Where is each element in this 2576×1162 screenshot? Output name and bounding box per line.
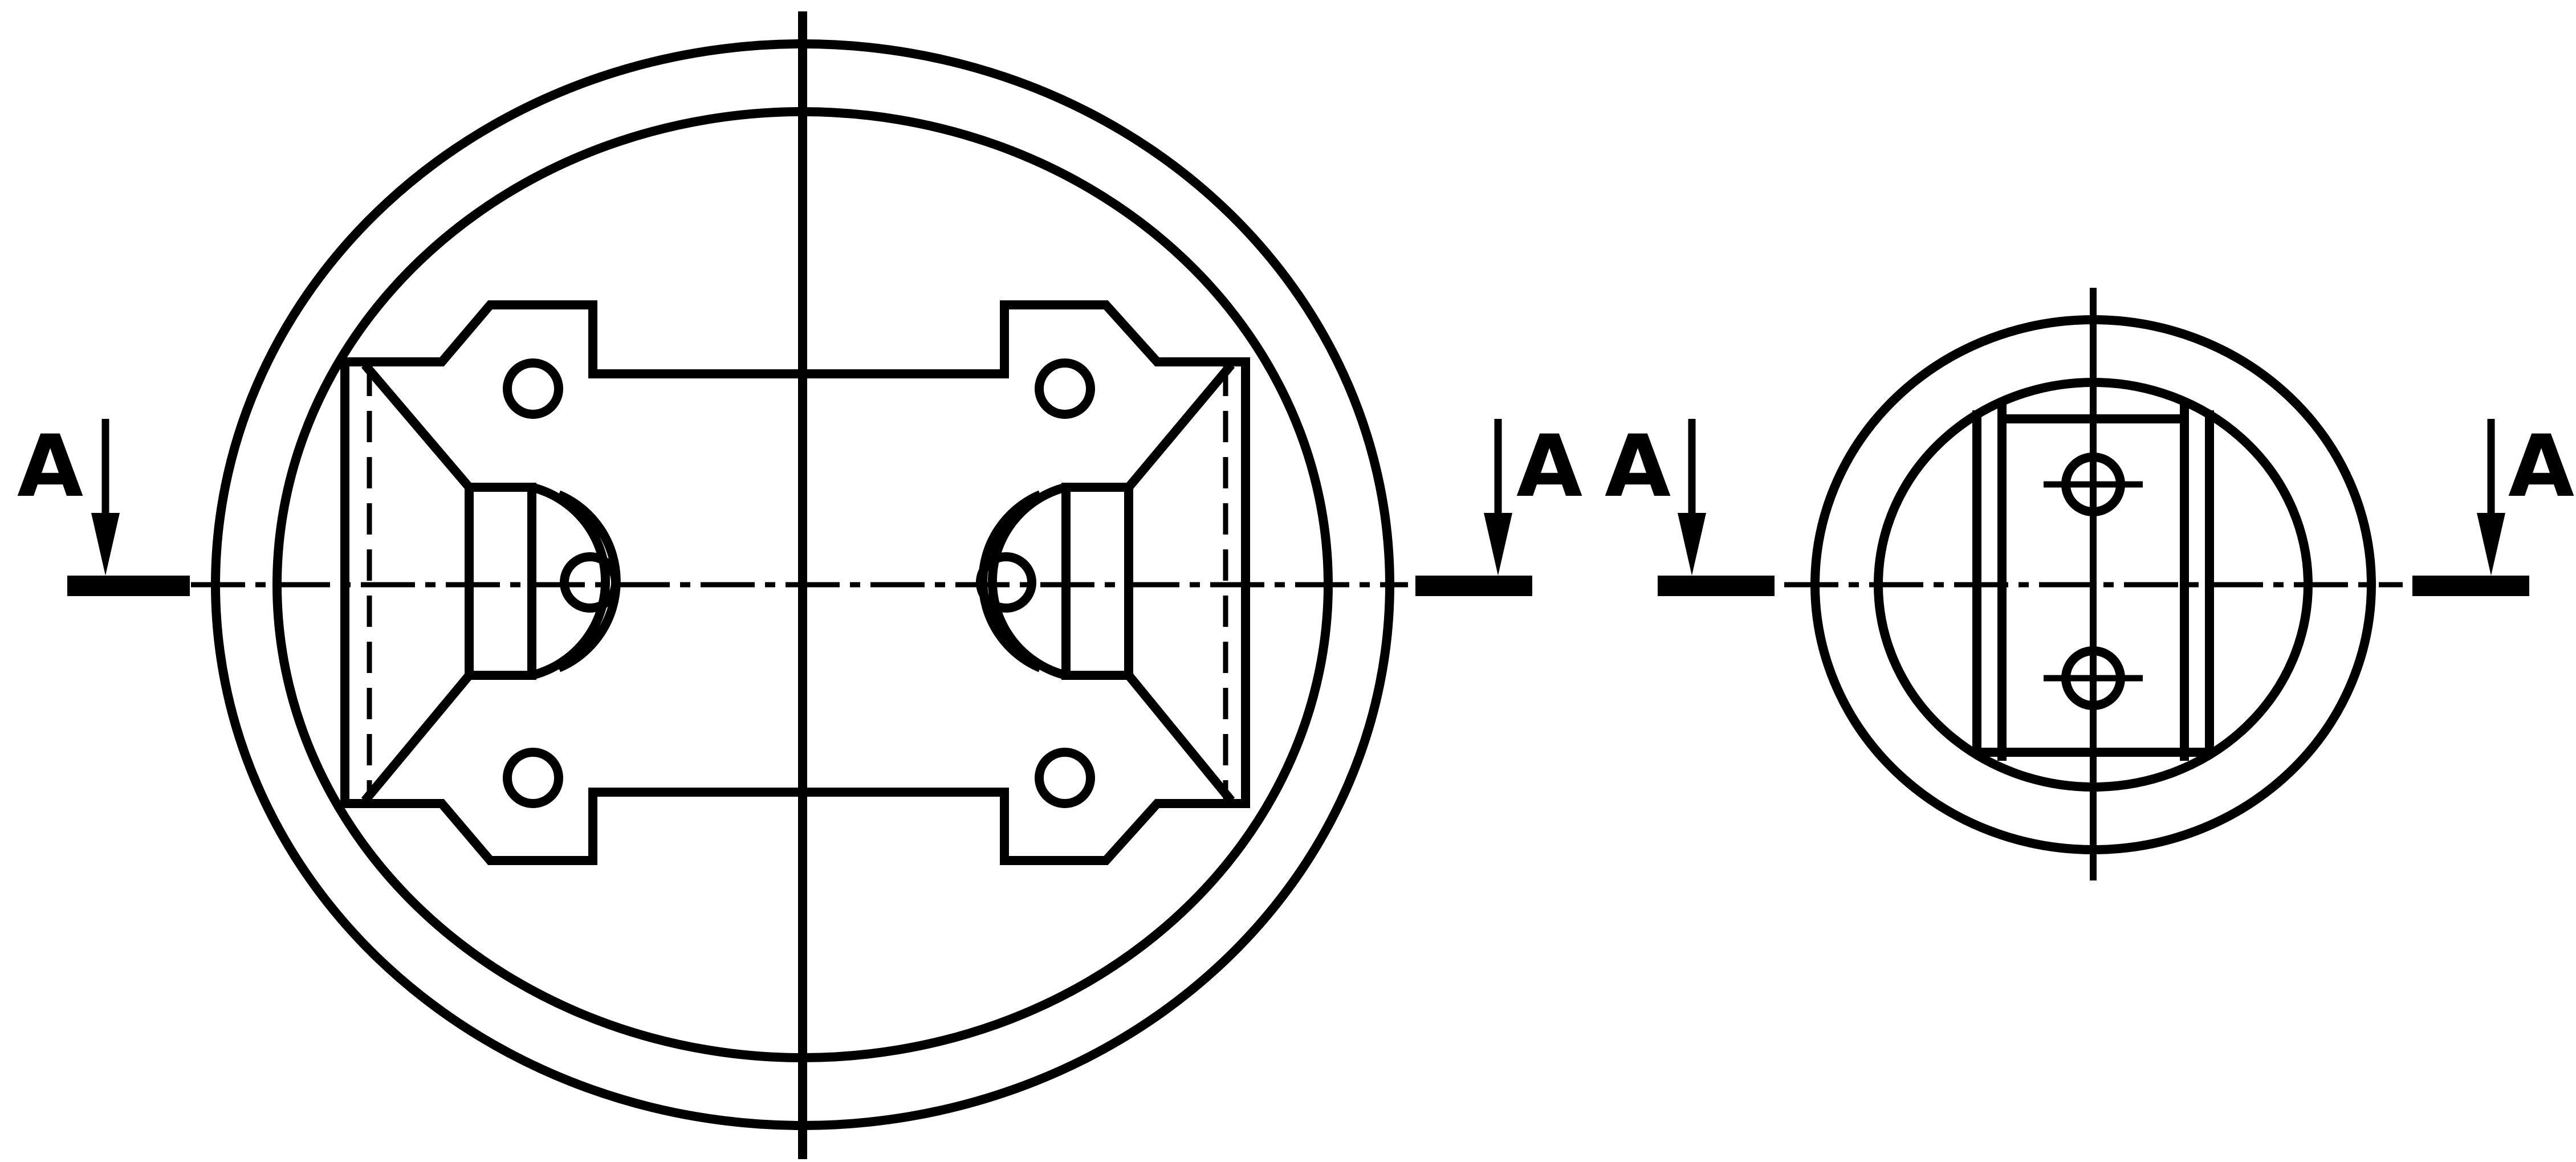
section-marker-left-1: A [17, 417, 190, 596]
side-inner-circle [1874, 378, 2313, 792]
section-marker-right-2: A [2412, 417, 2574, 596]
section-label: A [1605, 417, 1671, 516]
left-pivot-block [465, 483, 536, 680]
bracket-outline [340, 300, 1250, 865]
left-pivot-arc [531, 483, 611, 680]
left-taper-top [361, 361, 473, 491]
right-pivot-block [1061, 483, 1133, 680]
section-arrow-head [91, 513, 120, 576]
section-marker-left-2: A [1605, 417, 1775, 596]
mounting-hole-bottom-right [1035, 748, 1095, 808]
section-marker-right-1: A [1415, 417, 1582, 596]
outer-rim-circle [211, 39, 1394, 1130]
section-label: A [2508, 417, 2574, 516]
section-label: A [1516, 417, 1582, 516]
right-taper-bottom [1125, 672, 1235, 804]
left-pivot-hole [560, 552, 620, 613]
left-taper-bottom [361, 672, 473, 804]
inner-rim-circle [272, 107, 1333, 1062]
section-arrow-head [1484, 513, 1512, 576]
cutting-plane-bar [2412, 576, 2529, 596]
mounting-hole-top-right [1035, 358, 1095, 419]
right-pivot-hole [976, 552, 1036, 613]
section-label: A [17, 417, 83, 516]
cutting-plane-bar [1415, 576, 1532, 596]
section-arrow-head [2477, 513, 2505, 576]
cutting-plane-bar [67, 576, 190, 596]
mounting-hole-top-left [503, 358, 563, 419]
cutting-plane-bar [1658, 576, 1775, 596]
front-view [191, 11, 1408, 1159]
mounting-hole-bottom-left [503, 748, 563, 808]
right-taper-top [1125, 361, 1235, 491]
side-outer-circle [1810, 315, 2376, 854]
side-view [1784, 288, 2403, 880]
section-arrow-head [1678, 513, 1706, 576]
